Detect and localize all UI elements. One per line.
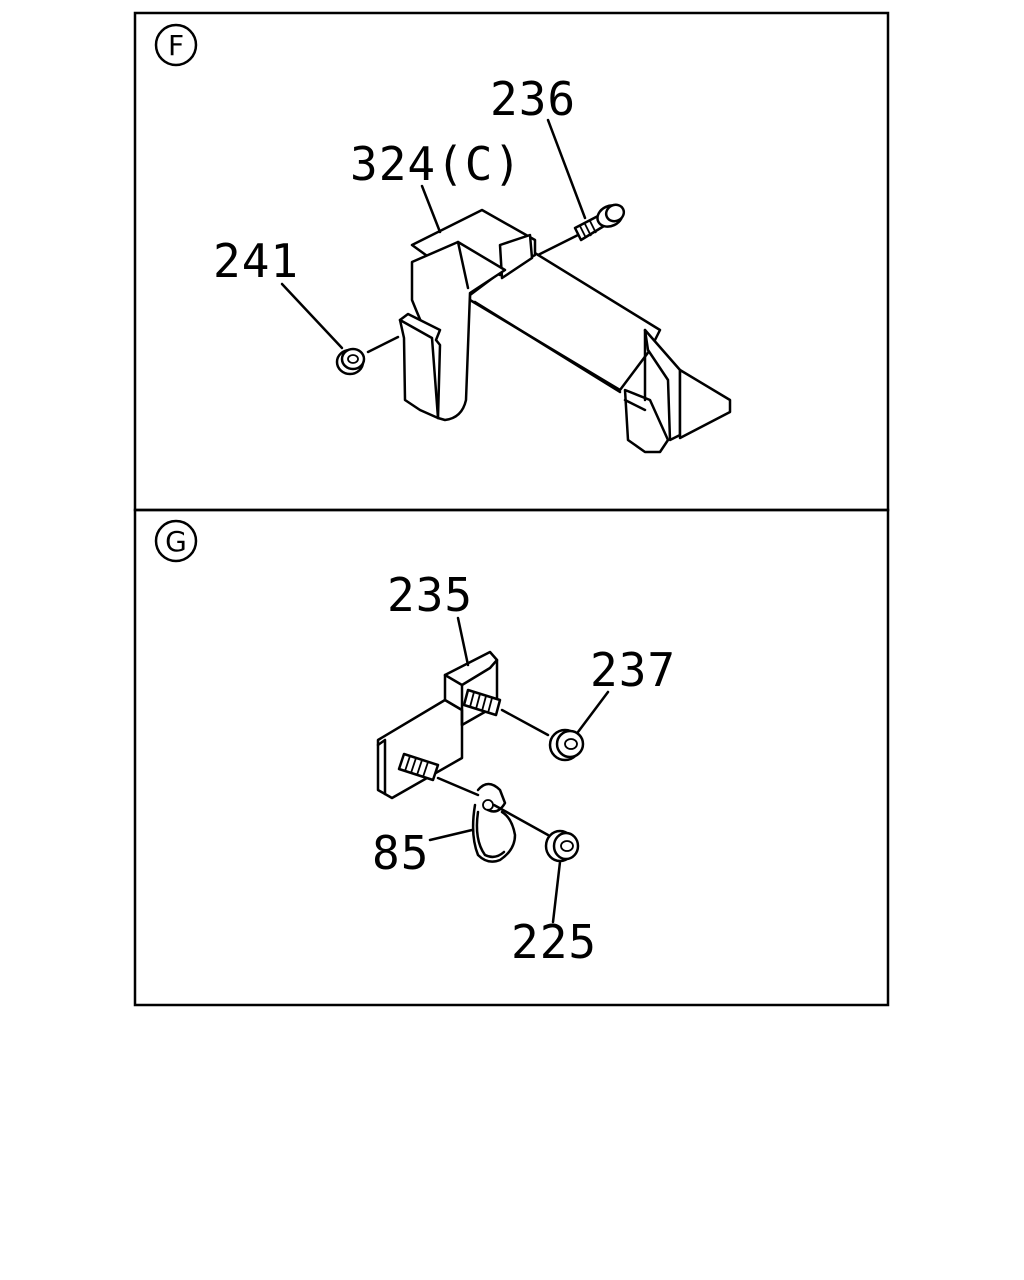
bolt-236-drawing [536, 203, 626, 257]
leader-85 [428, 828, 474, 842]
bracket-235-drawing [376, 650, 499, 800]
leader-241 [280, 282, 344, 350]
leader-237 [576, 690, 610, 734]
panel-f-badge: F [154, 23, 198, 67]
nut-237-drawing [500, 708, 585, 762]
leader-324 [420, 184, 442, 234]
panel-g: G [154, 519, 676, 969]
nut-225-drawing [492, 803, 580, 863]
part-label-236: 236 [490, 72, 576, 126]
bracket-drawing [398, 208, 732, 454]
studs-drawing [397, 688, 502, 782]
leader-235 [456, 616, 470, 667]
clip-85-drawing [436, 776, 517, 863]
panel-g-badge: G [154, 519, 198, 563]
part-label-241: 241 [213, 234, 299, 288]
panel-f-id: F [168, 29, 184, 62]
part-label-235: 235 [387, 568, 473, 622]
leader-236 [546, 118, 587, 220]
part-label-324c: 324(C) [350, 137, 522, 191]
leader-225 [551, 860, 562, 924]
nut-241-drawing [335, 335, 400, 376]
part-label-85: 85 [372, 826, 429, 880]
panel-f: F [154, 23, 732, 454]
part-label-225: 225 [511, 915, 597, 969]
panel-frame-g [133, 508, 890, 1007]
part-label-237: 237 [590, 643, 676, 697]
panel-g-id: G [165, 525, 187, 558]
